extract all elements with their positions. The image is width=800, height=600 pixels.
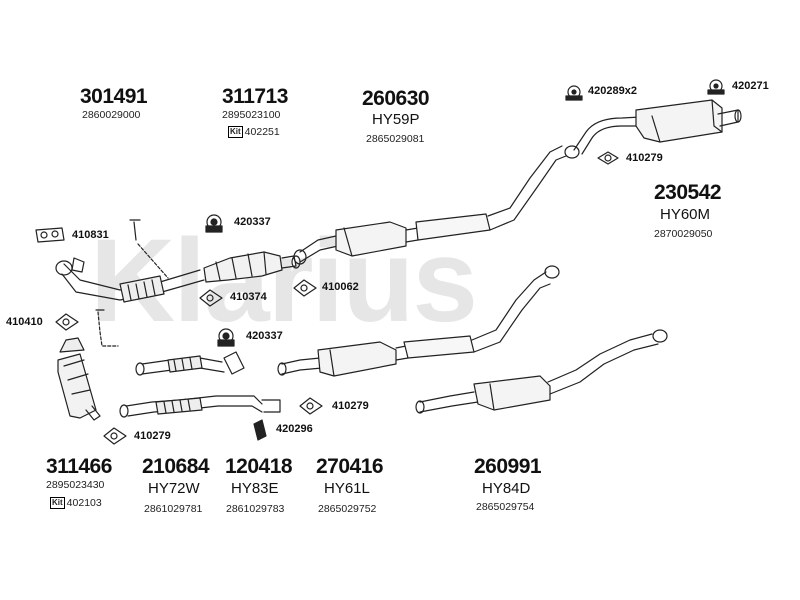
gasket-410831 bbox=[35, 227, 65, 243]
code-hy84d: HY84D bbox=[482, 480, 531, 497]
part-number-260991: 260991 bbox=[474, 455, 542, 478]
kit-badge: Kit bbox=[228, 126, 243, 138]
part-number-270416: 270416 bbox=[316, 455, 384, 478]
ref-410062: 410062 bbox=[322, 281, 359, 293]
rubber-mount-420271 bbox=[707, 79, 725, 95]
gasket-410374 bbox=[199, 289, 223, 307]
part-number-311713: 311713 bbox=[222, 85, 288, 108]
ref-number-301491: 2860029000 bbox=[82, 109, 141, 121]
catalyst-311466 bbox=[57, 309, 119, 421]
downpipe-301491 bbox=[55, 257, 205, 303]
rubber-mount-420337-bottom bbox=[217, 328, 235, 347]
ref-420337-top: 420337 bbox=[234, 216, 271, 228]
ref-420289: 420289x2 bbox=[588, 85, 637, 97]
ref-number-210684: 2861029781 bbox=[144, 503, 203, 515]
ref-number-311713: 2895023100 bbox=[222, 109, 281, 121]
ref-number-260630: 2865029081 bbox=[366, 133, 425, 145]
rear-silencer-260991 bbox=[415, 329, 668, 414]
ref-number-230542: 2870029050 bbox=[654, 228, 713, 240]
gasket-410062 bbox=[293, 279, 317, 297]
ref-420271: 420271 bbox=[732, 80, 769, 92]
ref-number-270416: 2865029752 bbox=[318, 503, 377, 515]
pipe-210684 bbox=[135, 351, 245, 376]
code-hy72w: HY72W bbox=[148, 480, 200, 497]
ref-410831: 410831 bbox=[72, 229, 109, 241]
ref-number-260991: 2865029754 bbox=[476, 501, 535, 513]
rubber-mount-420289 bbox=[565, 85, 583, 101]
gasket-410279-mid bbox=[299, 397, 323, 415]
gasket-410410 bbox=[55, 313, 79, 331]
rubber-mount-420337-top bbox=[205, 214, 223, 233]
ref-number-311466: 2895023430 bbox=[46, 479, 105, 491]
catalyst-311713 bbox=[203, 251, 301, 283]
ref-410279-mid: 410279 bbox=[332, 400, 369, 412]
mid-silencer-270416 bbox=[277, 265, 560, 377]
ref-420296: 420296 bbox=[276, 423, 313, 435]
pipe-120418 bbox=[119, 395, 281, 418]
rear-silencer-230542 bbox=[564, 99, 742, 159]
code-hy61l: HY61L bbox=[324, 480, 370, 497]
gasket-410279-top bbox=[597, 151, 619, 165]
kit-badge: Kit bbox=[50, 497, 65, 509]
kit-number: 402251 bbox=[244, 126, 280, 138]
code-hy60m: HY60M bbox=[660, 206, 711, 223]
ref-410374: 410374 bbox=[230, 291, 267, 303]
ref-number-120418: 2861029783 bbox=[226, 503, 285, 515]
part-number-260630: 260630 bbox=[362, 87, 430, 110]
code-hy83e: HY83E bbox=[231, 480, 279, 497]
part-number-311466: 311466 bbox=[46, 455, 112, 478]
ref-410279-bottom: 410279 bbox=[134, 430, 171, 442]
ref-410410: 410410 bbox=[6, 316, 43, 328]
part-number-210684: 210684 bbox=[142, 455, 210, 478]
gasket-410279-bottom bbox=[103, 427, 127, 445]
part-number-120418: 120418 bbox=[225, 455, 293, 478]
kit-number: 402103 bbox=[66, 497, 102, 509]
part-number-301491: 301491 bbox=[80, 85, 148, 108]
ref-410279-top: 410279 bbox=[626, 152, 663, 164]
ref-420337-bottom: 420337 bbox=[246, 330, 283, 342]
clamp-420296 bbox=[253, 419, 267, 441]
lambda-sensor-top bbox=[129, 219, 169, 279]
code-hy59p: HY59P bbox=[372, 111, 420, 128]
part-number-230542: 230542 bbox=[654, 181, 722, 204]
front-pipe-260630 bbox=[293, 145, 567, 265]
